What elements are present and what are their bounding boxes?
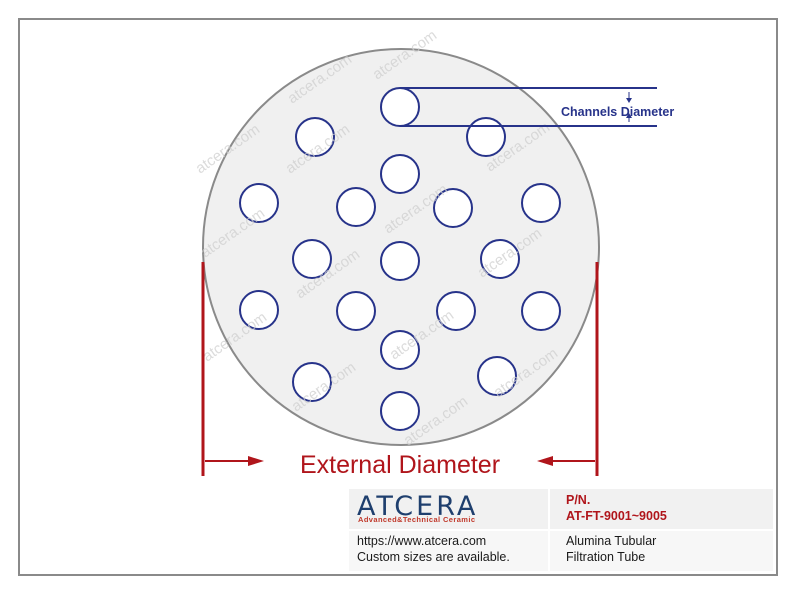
- company-logo: ATCERA: [357, 491, 479, 522]
- channel: [477, 356, 517, 396]
- channel: [336, 291, 376, 331]
- channel: [521, 183, 561, 223]
- channel: [380, 330, 420, 370]
- channel: [239, 290, 279, 330]
- description-cell: Alumina Tubular Filtration Tube: [550, 531, 773, 571]
- channel: [466, 117, 506, 157]
- dimension-arrowhead-left: [537, 456, 553, 466]
- channel: [436, 291, 476, 331]
- title-block-divider: [349, 529, 773, 531]
- external-diameter-dimension: External Diameter: [201, 262, 599, 479]
- website-link[interactable]: https://www.atcera.com: [357, 534, 487, 548]
- channel: [292, 239, 332, 279]
- dimension-arrowhead-right: [248, 456, 264, 466]
- custom-sizes-note: Custom sizes are available.: [357, 550, 510, 564]
- logo-cell: ATCERA Advanced&Technical Ceramic: [349, 489, 548, 529]
- title-block: ATCERA Advanced&Technical Ceramic P/N. A…: [349, 489, 773, 571]
- channels-diameter-label: Channels Diameter: [561, 105, 674, 119]
- channel: [295, 117, 335, 157]
- channel: [433, 188, 473, 228]
- channel: [521, 291, 561, 331]
- part-number-cell: P/N. AT-FT-9001~9005: [550, 489, 773, 529]
- part-number-label: P/N.: [566, 493, 591, 507]
- channels-diameter-dimension: Channels Diameter: [400, 87, 674, 127]
- channel: [380, 391, 420, 431]
- channel-group: [239, 87, 561, 431]
- dimension-arrowhead-down: [626, 98, 632, 103]
- channel: [292, 362, 332, 402]
- logo-tagline: Advanced&Technical Ceramic: [358, 515, 476, 524]
- channel: [380, 241, 420, 281]
- contact-cell: https://www.atcera.com Custom sizes are …: [349, 531, 548, 571]
- product-description-line2: Filtration Tube: [566, 550, 646, 564]
- product-description-line1: Alumina Tubular: [566, 534, 657, 548]
- part-number-value: AT-FT-9001~9005: [566, 509, 667, 523]
- channel: [336, 187, 376, 227]
- channel: [380, 154, 420, 194]
- dimension-arrowhead-up: [626, 113, 632, 118]
- channel: [480, 239, 520, 279]
- channel: [380, 87, 420, 127]
- channel: [239, 183, 279, 223]
- external-diameter-label: External Diameter: [300, 451, 500, 479]
